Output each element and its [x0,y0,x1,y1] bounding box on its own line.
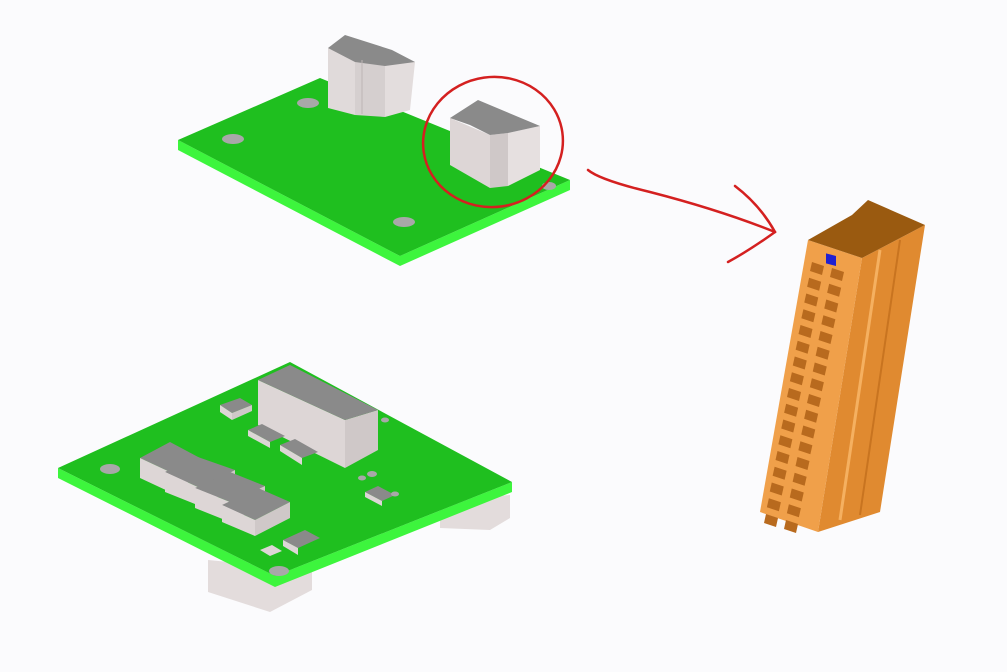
via [358,475,366,481]
inductor-row [140,442,290,536]
bottom-pcb-edge [58,468,512,587]
pin-cavity [818,331,833,344]
pin-cavity [801,425,816,439]
pin-cavity [810,262,824,275]
circled-connector-component [450,100,540,188]
pin-cavity [775,451,790,464]
small-smd-component [283,530,320,555]
via [367,471,377,477]
pin-cavity [766,498,781,512]
pin-cavity [784,520,798,533]
pin-grid [764,262,844,533]
pin-cavity [789,372,804,386]
pin-cavity [830,268,844,281]
pin-cavity [815,346,830,360]
pin-cavity [798,325,813,338]
bottom-pcb-board [58,362,512,612]
pin-cavity [812,362,827,376]
mounting-hole [269,566,289,576]
via [381,417,389,423]
pin-cavity [824,299,839,313]
pin-cavity [789,488,804,502]
pin-cavity [801,309,816,323]
pin-cavity [769,482,784,496]
highlight-circle [421,75,565,209]
small-smd-component [248,424,285,448]
mounting-hole [100,464,120,474]
pin-cavity [792,356,807,370]
pin-cavity [786,504,801,518]
arrow-head-icon [726,184,777,264]
mounting-hole [393,217,415,227]
pointer-arrow [586,168,777,234]
bottom-pcb-surface [58,362,512,576]
pin-cavity [764,514,778,527]
small-smd-component [220,398,252,420]
pin-cavity [781,419,796,433]
large-component [258,365,378,468]
pin-cavity [795,457,810,470]
top-connector-block [328,35,415,117]
pin-cavity [804,293,819,307]
connector-side-face [818,225,925,532]
pin-cavity [795,340,810,354]
small-smd-component [280,439,318,465]
mounting-hole [297,98,319,108]
pin-cavity [807,394,821,407]
small-smd-component [365,486,395,506]
small-smd-component [260,545,282,556]
pin-cavity [784,403,799,417]
pin-cavity [792,472,807,486]
pin-cavity [798,441,813,455]
pin-one-marker [826,253,836,267]
pin-cavity [827,283,842,297]
ribbon-connector-header [760,200,925,533]
pin-cavity [804,409,819,423]
pin-cavity [809,378,824,392]
pin-cavity [821,315,836,329]
pin-cavity [772,466,787,480]
mounting-hole [222,134,244,144]
connector-top-face [808,200,925,258]
pin-cavity [787,388,801,401]
via [391,491,399,497]
pin-cavity [778,435,793,449]
top-pcb-board [178,35,570,266]
pin-cavity [807,277,822,291]
top-pcb-surface [178,78,570,256]
